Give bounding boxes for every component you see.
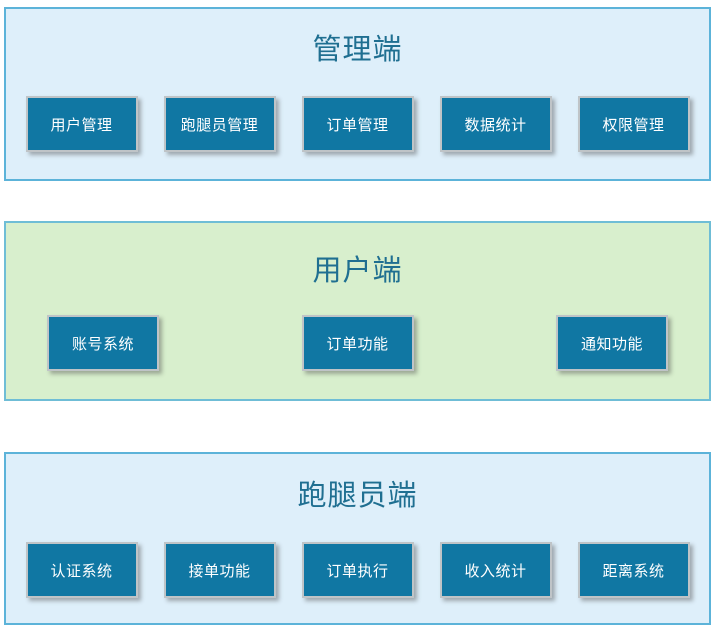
panel-user-title: 用户端 (312, 255, 403, 287)
panel-admin-title: 管理端 (312, 34, 403, 66)
node-notification-function[interactable]: 通知功能 (556, 315, 668, 371)
panel-runner-node-row: 认证系统 接单功能 订单执行 收入统计 距离系统 (6, 542, 709, 598)
node-order-function[interactable]: 订单功能 (301, 315, 414, 371)
node-user-management[interactable]: 用户管理 (25, 96, 138, 152)
panel-user: 用户端 账号系统 订单功能 通知功能 (4, 221, 711, 401)
panel-admin-node-row: 用户管理 跑腿员管理 订单管理 数据统计 权限管理 (6, 96, 709, 152)
panel-runner-title: 跑腿员端 (297, 480, 418, 512)
node-accept-order-function[interactable]: 接单功能 (163, 542, 276, 598)
node-order-management[interactable]: 订单管理 (301, 96, 414, 152)
panel-admin: 管理端 用户管理 跑腿员管理 订单管理 数据统计 权限管理 (4, 7, 711, 181)
panel-runner: 跑腿员端 认证系统 接单功能 订单执行 收入统计 距离系统 (4, 452, 711, 625)
panel-user-node-row: 账号系统 订单功能 通知功能 (6, 315, 709, 371)
node-account-system[interactable]: 账号系统 (47, 315, 159, 371)
node-income-statistics[interactable]: 收入统计 (439, 542, 552, 598)
node-permission-management[interactable]: 权限管理 (577, 96, 690, 152)
node-distance-system[interactable]: 距离系统 (577, 542, 690, 598)
node-certification-system[interactable]: 认证系统 (25, 542, 138, 598)
node-order-execution[interactable]: 订单执行 (301, 542, 414, 598)
node-data-statistics[interactable]: 数据统计 (439, 96, 552, 152)
node-runner-management[interactable]: 跑腿员管理 (163, 96, 276, 152)
